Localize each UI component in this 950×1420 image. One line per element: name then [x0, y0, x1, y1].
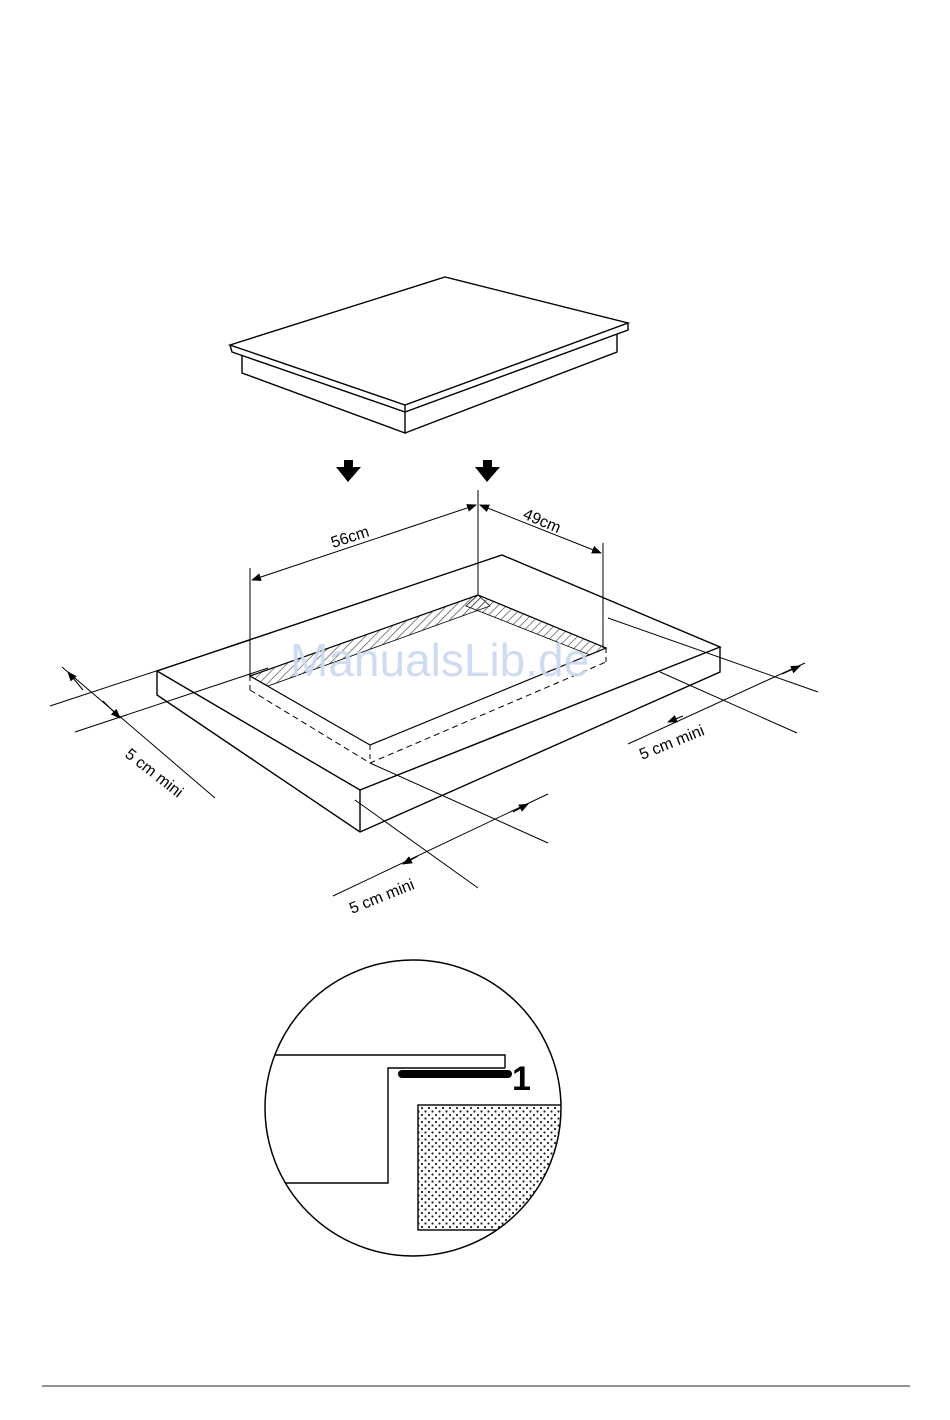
clearance-right: 5 cm mini: [608, 618, 818, 764]
clearance-front-label: 5 cm mini: [347, 876, 417, 917]
seal-detail: 1: [260, 960, 568, 1256]
watermark: ManualsLib.de: [290, 634, 589, 686]
clearance-front: 5 cm mini: [333, 763, 548, 918]
down-arrow-icon: [475, 460, 500, 482]
clearance-right-label: 5 cm mini: [637, 722, 707, 763]
clearance-left: 5 cm mini: [50, 640, 268, 801]
clearance-left-label: 5 cm mini: [122, 746, 186, 802]
hob-unit: [230, 277, 628, 433]
down-arrow-icon: [336, 460, 361, 482]
callout-number: 1: [512, 1060, 531, 1098]
depth-label: 49cm: [520, 506, 563, 537]
